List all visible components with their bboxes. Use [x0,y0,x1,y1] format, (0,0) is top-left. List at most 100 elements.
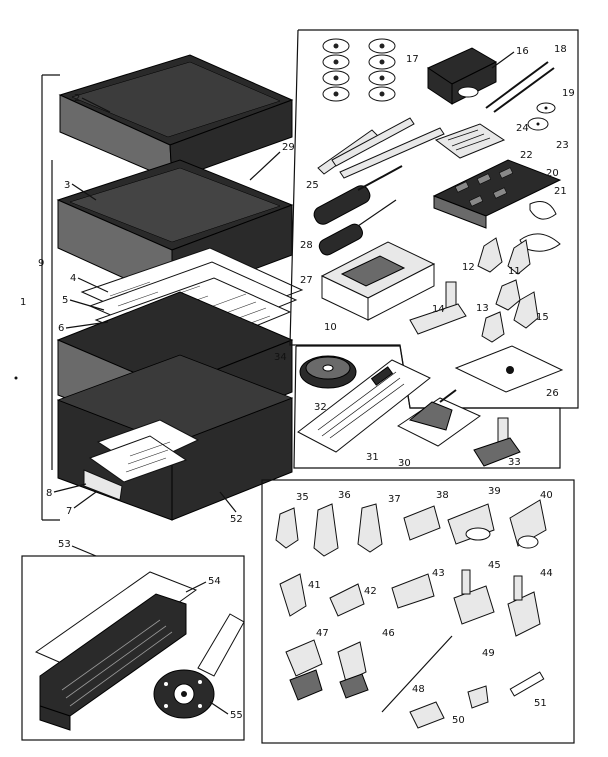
callout-6: 6 [58,323,64,334]
callout-39: 39 [488,486,501,497]
callout-7: 7 [66,506,72,517]
callout-43: 43 [432,568,445,579]
panel-attachments-middle: 34 32 31 30 33 [274,345,561,469]
callout-50: 50 [452,715,465,726]
feet-panel-frame [261,479,575,744]
callout-16: 16 [516,46,529,57]
callout-45: 45 [488,560,501,571]
booklet-7-8 [83,419,200,501]
callout-17: 17 [406,54,419,65]
presser-foot-14 [409,281,467,335]
bobbin-box-16 [426,47,498,105]
callout-10: 10 [324,322,337,333]
bracket-1-ticks [42,74,60,521]
callout-48: 48 [412,684,425,695]
presser-foot-33 [473,417,521,467]
callout-9: 9 [38,258,44,269]
callout-28: 28 [300,240,313,251]
callout-26: 26 [546,388,559,399]
panel-accessories-top: 17 16 18 19 25 [289,29,579,409]
callout-46: 46 [382,628,395,639]
oiler-27 [318,199,397,256]
cam-box-54 [34,571,198,731]
callout-8: 8 [46,488,52,499]
callout-27: 27 [300,275,313,286]
callout-5: 5 [62,295,68,306]
buttonholer-30 [397,389,481,447]
callout-54: 54 [208,576,221,587]
leader-53 [71,545,97,557]
callout-11: 11 [508,266,521,277]
callout-23: 23 [556,140,569,151]
callout-14: 14 [432,304,445,315]
callout-24: 24 [516,123,529,134]
callout-21: 21 [554,186,567,197]
callout-33: 33 [508,457,521,468]
leader-29 [249,151,281,181]
callout-34: 34 [274,352,287,363]
callout-38: 38 [436,490,449,501]
cam-panel-frame [21,555,245,741]
case-base [56,291,294,521]
callout-2: 2 [74,93,80,104]
callout-40: 40 [540,490,553,501]
margin-dot [14,376,18,380]
cover-plate-26 [454,345,564,393]
leader-55 [209,701,229,715]
callout-55: 55 [230,710,243,721]
callout-51: 51 [534,698,547,709]
brush-28 [313,165,403,225]
callout-20: 20 [546,168,559,179]
callout-42: 42 [364,586,377,597]
leader-16 [491,51,515,69]
callout-18: 18 [554,44,567,55]
callout-47: 47 [316,628,329,639]
feet-row-3 [285,635,545,729]
leader-54 [185,581,207,593]
callout-37: 37 [388,494,401,505]
callout-15: 15 [536,312,549,323]
callout-12: 12 [462,262,475,273]
presser-feet-small [477,237,539,343]
callout-22: 22 [520,150,533,161]
callout-13: 13 [476,303,489,314]
callout-41: 41 [308,580,321,591]
cam-dial-55 [153,613,245,719]
leader-52 [219,491,237,513]
leader-6 [65,321,109,329]
callout-44: 44 [540,568,553,579]
needles-18 [485,61,555,113]
leader-3 [71,183,97,201]
leader-2 [81,97,111,113]
leader-5 [69,299,105,311]
callout-25: 25 [306,180,319,191]
callout-29: 29 [282,142,295,153]
callout-52: 52 [230,514,243,525]
accessory-box-10 [320,241,436,321]
panel-presser-feet: 35 36 37 38 39 40 41 42 43 45 44 [261,479,575,744]
callout-31: 31 [366,452,379,463]
callout-3: 3 [64,180,70,191]
accessory-tray-22 [432,159,562,229]
leader-7 [73,491,97,509]
callout-49: 49 [482,648,495,659]
feet-row-1 [275,499,547,557]
callout-53: 53 [58,539,71,550]
spool-caps-19 [527,102,556,131]
clip-20-21 [519,201,561,252]
callout-1: 1 [20,297,26,308]
cam-disc-32 [299,355,357,389]
callout-4: 4 [70,273,76,284]
callout-19: 19 [562,88,575,99]
feet-row-2 [279,569,541,637]
callout-32: 32 [314,402,327,413]
seam-ripper-card-24 [434,123,506,159]
case-lid-2 [58,54,294,181]
leader-8 [53,483,87,493]
leader-4 [77,277,109,293]
screwdrivers-25 [317,117,445,179]
buttonhole-plate-31 [297,359,431,453]
panel-cam-box: 53 54 55 [21,539,245,741]
case-stack: 2 3 29 9 4 5 6 1 8 7 52 [14,54,304,525]
